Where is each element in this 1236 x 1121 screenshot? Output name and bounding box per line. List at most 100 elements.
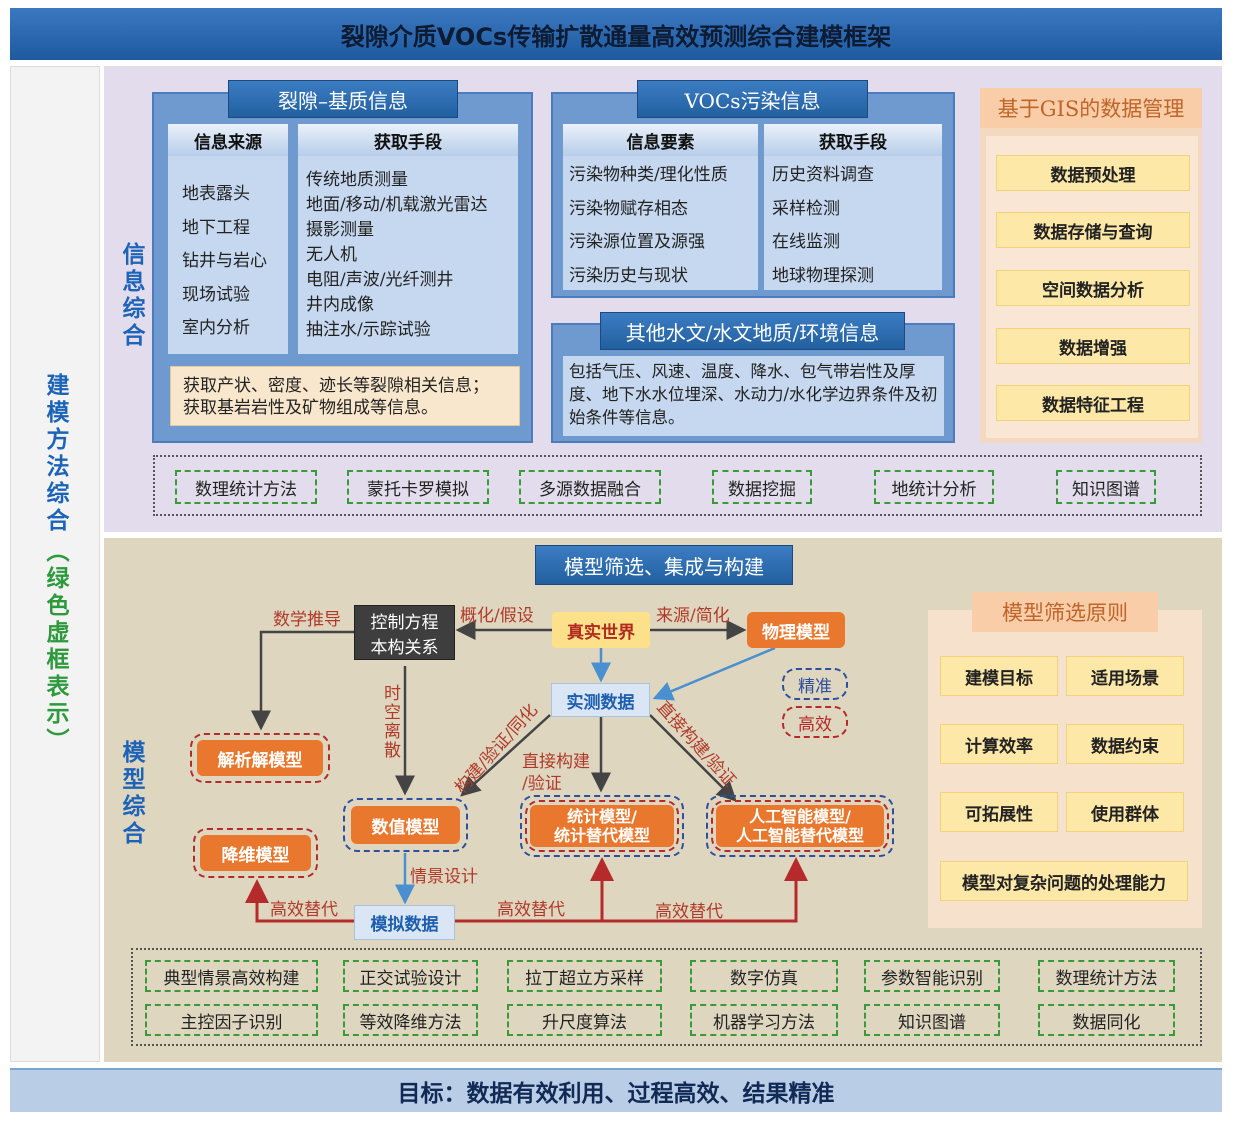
methods-list: 传统地质测量地面/移动/机载激光雷达摄影测量无人机电阻/声波/光纤测井井内成像抽… <box>298 156 518 354</box>
reduced-model-node: 降维模型 <box>200 835 311 871</box>
method-item: 知识图谱 <box>864 1004 1000 1036</box>
fracture-title: 裂隙–基质信息 <box>228 80 458 118</box>
node-text: 本构关系 <box>370 637 439 658</box>
arrow-sub-ai <box>455 857 808 923</box>
list-item: 钻井与岩心 <box>182 251 267 271</box>
principle-item-wide: 模型对复杂问题的处理能力 <box>940 861 1188 901</box>
list-item: 历史资料调查 <box>772 165 874 185</box>
list-item: 污染源位置及源强 <box>569 232 705 252</box>
list-item: 现场试验 <box>182 284 250 305</box>
method-item: 升尺度算法 <box>507 1004 662 1036</box>
label-source: 来源/简化 <box>656 606 730 626</box>
method-item: 正交试验设计 <box>343 960 478 992</box>
fracture-summary: 获取产状、密度、迹长等裂隙相关信息；获取基岩岩性及矿物组成等信息。 <box>170 366 520 426</box>
list-item: 地表露头 <box>182 184 250 204</box>
sources-list: 地表露头地下工程钻井与岩心现场试验室内分析 <box>168 156 288 354</box>
vocs-title: VOCs污染信息 <box>637 80 868 118</box>
method-item: 数理统计方法 <box>1038 960 1175 992</box>
gis-item: 空间数据分析 <box>996 270 1190 306</box>
statistical-model-frame: 统计模型/统计替代模型 <box>520 795 684 857</box>
arrow-math <box>251 630 354 731</box>
list-item: 地球物理探测 <box>772 265 874 286</box>
list-item: 无人机 <box>306 245 357 265</box>
list-item: 地下工程 <box>182 217 250 238</box>
gis-title: 基于GIS的数据管理 <box>980 88 1202 128</box>
arrow-build <box>460 714 551 797</box>
principle-item: 建模目标 <box>940 656 1058 696</box>
node-text: 人工智能替代模型 <box>735 826 864 845</box>
method-item: 地统计分析 <box>874 470 994 504</box>
list-item: 污染物赋存相态 <box>569 198 688 219</box>
summary-line: 获取产状、密度、迹长等裂隙相关信息； <box>183 376 489 396</box>
principle-item: 数据约束 <box>1066 724 1184 764</box>
principle-item: 计算效率 <box>940 724 1058 764</box>
method-item: 知识图谱 <box>1056 470 1156 504</box>
label-math: 数学推导 <box>273 610 341 630</box>
list-item: 抽注水/示踪试验 <box>306 320 431 340</box>
principle-item: 使用群体 <box>1066 792 1184 832</box>
col-header: 获取手段 <box>764 124 942 156</box>
analytic-model-frame: 解析解模型 <box>190 733 330 783</box>
gis-item: 数据存储与查询 <box>996 212 1190 248</box>
measured-data-node: 实测数据 <box>551 683 650 717</box>
list-item: 电阻/声波/光纤测井 <box>306 270 454 290</box>
method-item: 拉丁超立方采样 <box>507 960 662 992</box>
modeling-method-label: 建模方法综合 <box>42 373 68 535</box>
ai-model-node: 人工智能模型/人工智能替代模型 <box>716 805 884 847</box>
numerical-model-node: 数值模型 <box>351 806 460 844</box>
list-item: 室内分析 <box>182 318 250 338</box>
left-sidebar: 建模方法综合 （绿色虚框表示） <box>10 66 100 1062</box>
node-text: 统计替代模型 <box>553 826 650 845</box>
gis-item: 数据特征工程 <box>996 385 1190 421</box>
real-world-node: 真实世界 <box>552 612 650 648</box>
principles-title: 模型筛选原则 <box>972 592 1158 632</box>
vocs-methods-list: 历史资料调查采样检测在线监测地球物理探测 <box>764 156 942 290</box>
col-header: 信息来源 <box>168 124 288 156</box>
label-discrete: 时空离散 <box>380 684 400 760</box>
page-title: 裂隙介质VOCs传输扩散通量高效预测综合建模框架 <box>10 8 1222 60</box>
method-item: 数理统计方法 <box>175 470 317 504</box>
efficient-frame: 统计模型/统计替代模型 <box>525 800 679 852</box>
list-item: 井内成像 <box>306 295 374 315</box>
list-item: 采样检测 <box>772 198 840 219</box>
method-item: 典型情景高效构建 <box>145 960 318 992</box>
method-item: 等效降维方法 <box>343 1004 478 1036</box>
list-item: 污染历史与现状 <box>569 265 688 286</box>
node-text: 控制方程 <box>370 612 439 633</box>
analytic-model-node: 解析解模型 <box>197 740 323 776</box>
governing-equation-node: 控制方程本构关系 <box>354 605 455 660</box>
method-item: 数据挖掘 <box>712 470 812 504</box>
node-text: 统计模型/ <box>567 807 637 826</box>
principle-item: 适用场景 <box>1066 656 1184 696</box>
physical-model-node: 物理模型 <box>747 612 845 648</box>
list-item: 在线监测 <box>772 232 840 252</box>
model-methods-box <box>131 948 1202 1046</box>
info-methods-box <box>153 455 1202 516</box>
label-generalize: 概化/假设 <box>460 606 534 626</box>
simulated-data-node: 模拟数据 <box>354 905 455 940</box>
reduced-model-frame: 降维模型 <box>193 828 318 878</box>
label-scenario: 情景设计 <box>410 867 478 887</box>
statistical-model-node: 统计模型/统计替代模型 <box>530 805 674 847</box>
node-text: 人工智能模型/ <box>749 807 851 826</box>
label-direct: 直接构建 <box>522 752 590 772</box>
label-substitute: 高效替代 <box>270 900 338 920</box>
method-item: 多源数据融合 <box>519 470 661 504</box>
model-section-label: 模型综合 <box>118 740 144 848</box>
model-title: 模型筛选、集成与构建 <box>535 545 793 585</box>
legend-accurate: 精准 <box>782 668 848 700</box>
numerical-model-frame: 数值模型 <box>343 798 468 852</box>
gis-item: 数据预处理 <box>996 155 1190 191</box>
list-item: 污染物种类/理化性质 <box>569 165 728 185</box>
gis-item: 数据增强 <box>996 328 1190 364</box>
ai-model-frame: 人工智能模型/人工智能替代模型 <box>706 795 894 857</box>
arrow-physical-measured <box>652 646 776 701</box>
arrow-sub-reduced <box>245 879 354 923</box>
col-header: 信息要素 <box>563 124 758 156</box>
method-item: 数据同化 <box>1038 1004 1175 1036</box>
label-direct-verify: /验证 <box>522 774 562 794</box>
legend-efficient: 高效 <box>782 706 848 738</box>
method-item: 蒙托卡罗模拟 <box>347 470 489 504</box>
arrow-direct-ai <box>649 714 737 802</box>
